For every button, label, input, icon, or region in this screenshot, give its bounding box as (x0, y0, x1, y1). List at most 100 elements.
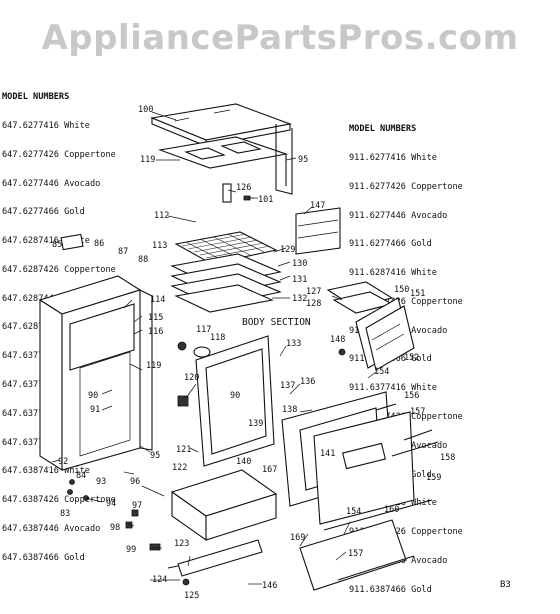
callout-label: 150 (394, 285, 409, 295)
model-number: 911.6287416 White (349, 268, 437, 279)
callout-label: 88 (138, 255, 148, 265)
callout-label: 129 (280, 245, 295, 255)
callout-label: 130 (292, 259, 307, 269)
watermark-text: AppliancePartsPros.com (41, 18, 519, 58)
callout-label: 140 (236, 457, 251, 467)
glass-panels (355, 297, 415, 371)
exploded-view-drawing: 100 119 95 126 101 147 112 85 86 87 88 1… (38, 103, 455, 600)
callout-label: 93 (96, 477, 106, 487)
callout-label: 146 (262, 581, 277, 591)
model-number: 647.6387446 Avocado (2, 523, 101, 534)
callout-label: 114 (150, 295, 165, 305)
model-number: 911.6277416 White (349, 152, 437, 163)
callout-label: 169 (290, 533, 305, 543)
callout-label: 139 (248, 419, 263, 429)
callout-label: 113 (152, 241, 167, 251)
model-number: 647.6387466 Gold (2, 552, 85, 563)
callout-label: 115 (148, 313, 163, 323)
kick-plate (167, 539, 263, 577)
parts-diagram-page: AppliancePartsPros.com MODEL NUMBERS 647… (2, 18, 519, 600)
drawer-front-panel (299, 519, 415, 591)
callout-label: 132 (292, 294, 307, 304)
leader-lines (51, 111, 377, 585)
callout-label: 148 (330, 335, 345, 345)
callout-label: 151 (410, 289, 425, 299)
callout-label: 159 (426, 473, 441, 483)
model-number: 911.6277466 Gold (349, 239, 432, 250)
side-trim (295, 207, 341, 255)
burner-box (157, 124, 293, 195)
model-number: 647.6277446 Avocado (2, 178, 101, 189)
callout-label: 136 (300, 377, 315, 387)
callout-label: 118 (210, 333, 225, 343)
callout-label: 95 (298, 155, 308, 165)
callout-label: 125 (184, 591, 199, 600)
callout-label: 152 (404, 353, 419, 363)
callout-label: 119 (146, 361, 161, 371)
callout-label: 120 (184, 373, 199, 383)
model-list-header: MODEL NUMBERS (349, 124, 417, 135)
oven-liner-frame (177, 335, 275, 467)
callout-label: 97 (132, 501, 142, 511)
callout-label: 121 (176, 445, 191, 455)
callout-label: 83 (60, 509, 70, 519)
roasting-pan (326, 281, 394, 314)
callout-label: 96 (130, 477, 140, 487)
callout-label: 100 (138, 105, 153, 115)
callout-label: 119 (140, 155, 155, 165)
model-number: 647.6277416 White (2, 120, 90, 131)
model-number: 911.6277446 Avocado (349, 210, 448, 221)
model-number: 647.6277426 Coppertone (2, 149, 116, 160)
callout-label: 147 (310, 201, 325, 211)
callout-label: 128 (306, 299, 321, 309)
callout-label: 87 (118, 247, 128, 257)
callout-label: 122 (172, 463, 187, 473)
model-number: 911.6387466 Gold (349, 584, 432, 595)
callout-label: 154 (374, 367, 389, 377)
callout-label: 160 (384, 505, 399, 515)
callout-label: 131 (292, 275, 307, 285)
model-number: 911.6377416 White (349, 383, 437, 394)
callout-label: 85 (52, 240, 62, 250)
model-number: 647.6387426 Coppertone (2, 495, 116, 506)
callout-label: 123 (174, 539, 189, 549)
callout-label: 84 (76, 471, 86, 481)
storage-drawer (170, 469, 278, 542)
model-list-header: MODEL NUMBERS (2, 92, 70, 103)
callout-labels: 100 119 95 126 101 147 112 85 86 87 88 1… (52, 105, 455, 600)
callout-label: 90 (230, 391, 240, 401)
model-number: 647.6287426 Coppertone (2, 264, 116, 275)
callout-label: 117 (196, 325, 211, 335)
oven-door (281, 391, 433, 531)
broiler-pan-stack (170, 253, 282, 313)
screw-hardware (67, 479, 190, 586)
model-number: 647.6387416 White (2, 466, 90, 477)
callout-label: 90 (88, 391, 98, 401)
callout-label: 137 (280, 381, 295, 391)
callout-label: 86 (94, 239, 104, 249)
callout-label: 112 (154, 211, 169, 221)
callout-label: 95 (150, 451, 160, 461)
model-number: 911.6277426 Coppertone (349, 181, 463, 192)
oven-rack (174, 231, 278, 265)
cabinet-body (38, 233, 153, 472)
callout-label: 157 (348, 549, 363, 559)
callout-label: 91 (90, 405, 100, 415)
callout-label: 116 (148, 327, 163, 337)
callout-label: 133 (286, 339, 301, 349)
callout-label: 167 (262, 465, 277, 475)
callout-label: 156 (404, 391, 419, 401)
callout-label: 126 (236, 183, 251, 193)
section-title: BODY SECTION (242, 317, 311, 328)
page-code: B3 (500, 580, 511, 590)
callout-label: 92 (58, 457, 68, 467)
callout-label: 158 (440, 453, 455, 463)
callout-label: 138 (282, 405, 297, 415)
callout-label: 94 (106, 499, 116, 509)
door-handle (375, 403, 439, 457)
callout-label: 127 (306, 287, 321, 297)
callout-label: 141 (320, 449, 335, 459)
callout-label: 124 (152, 575, 167, 585)
callout-label: 98 (110, 523, 120, 533)
model-number: 647.6277466 Gold (2, 207, 85, 218)
